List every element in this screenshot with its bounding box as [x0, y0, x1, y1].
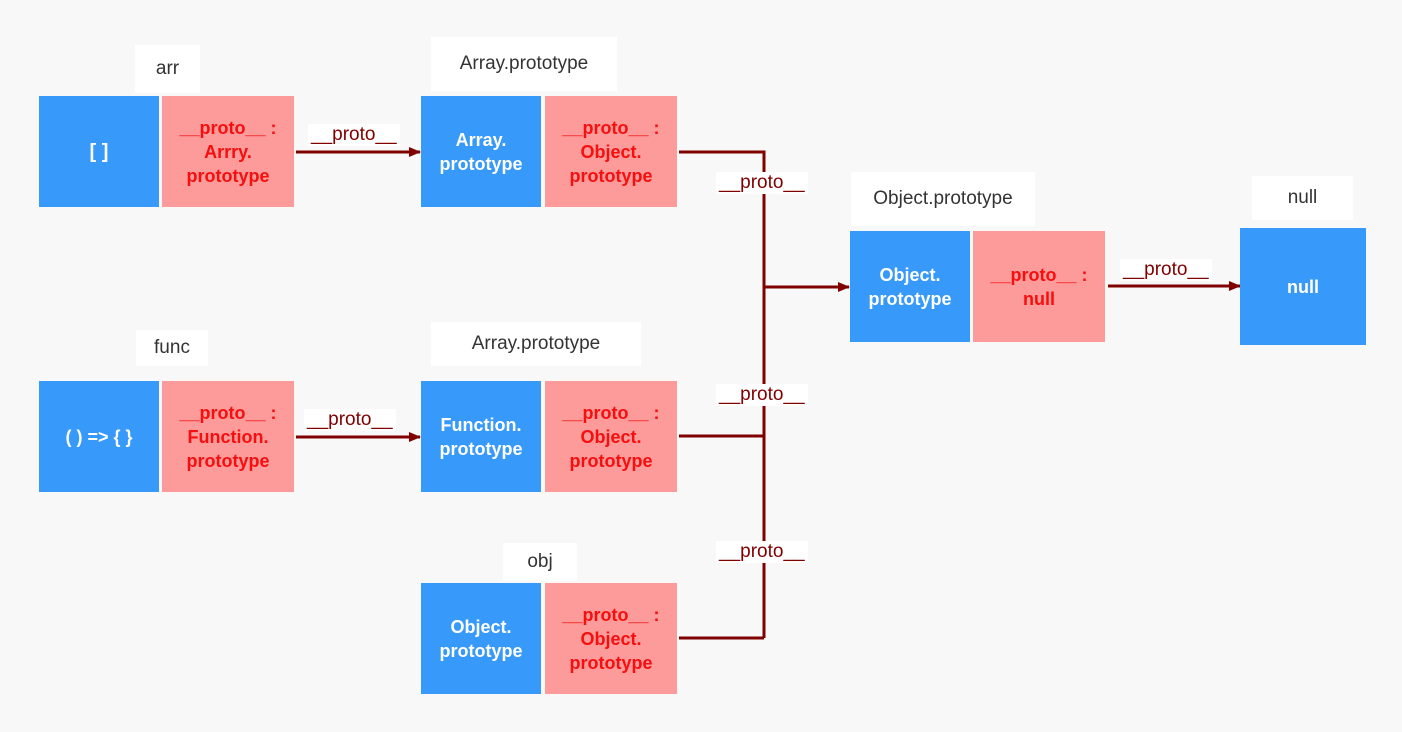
edge-label-function-proto-object: __proto__: [716, 384, 808, 406]
function-prototype-label: Array.prototype: [431, 322, 641, 366]
arr-value-box: [ ]: [39, 96, 159, 207]
array-prototype-value-box: Array. prototype: [421, 96, 541, 207]
func-proto-box: __proto__ : Function. prototype: [162, 381, 294, 492]
null-label: null: [1252, 176, 1353, 220]
edge-label-object-proto-null: __proto__: [1120, 259, 1212, 281]
edge-label-array-proto-object: __proto__: [716, 172, 808, 194]
func-label: func: [136, 330, 208, 366]
obj-label: obj: [503, 543, 577, 581]
line-array-proto-branch: [679, 150, 766, 638]
edge-label-func-proto: __proto__: [304, 409, 396, 431]
array-prototype-label: Array.prototype: [431, 37, 617, 91]
function-prototype-proto-box: __proto__ : Object. prototype: [545, 381, 677, 492]
object-prototype-label: Object.prototype: [851, 172, 1035, 226]
obj-proto-box: __proto__ : Object. prototype: [545, 583, 677, 694]
null-value-box: null: [1240, 228, 1366, 345]
function-prototype-value-box: Function. prototype: [421, 381, 541, 492]
arr-proto-box: __proto__ : Arrry. prototype: [162, 96, 294, 207]
edge-label-arr-proto: __proto__: [308, 124, 400, 146]
edge-label-obj-object: __proto__: [716, 541, 808, 563]
array-prototype-proto-box: __proto__ : Object. prototype: [545, 96, 677, 207]
obj-value-box: Object. prototype: [421, 583, 541, 694]
object-prototype-value-box: Object. prototype: [850, 231, 970, 342]
arr-label: arr: [135, 45, 200, 93]
object-prototype-proto-box: __proto__ : null: [973, 231, 1105, 342]
func-value-box: ( ) => { }: [39, 381, 159, 492]
